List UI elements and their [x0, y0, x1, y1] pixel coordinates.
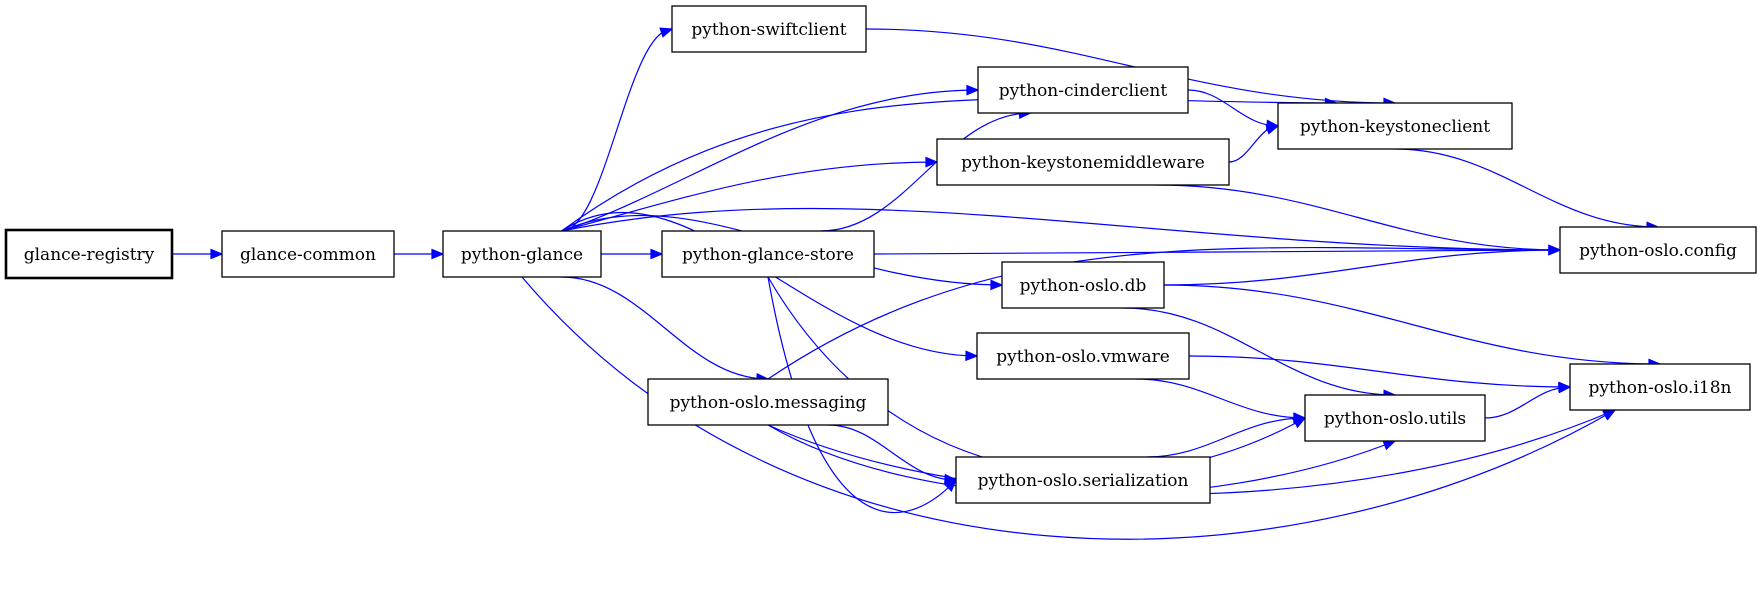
- node-label-python-oslo-vmware: python-oslo.vmware: [996, 347, 1170, 367]
- node-label-glance-common: glance-common: [240, 245, 376, 265]
- node-python-oslo-i18n: python-oslo.i18n: [1569, 363, 1751, 411]
- edge-python-glance-store-to-python-cinderclient: [820, 112, 1031, 232]
- node-glance-registry: glance-registry: [4, 228, 174, 280]
- node-box-python-cinderclient: [977, 66, 1189, 114]
- node-label-python-glance-store: python-glance-store: [682, 245, 854, 265]
- edge-python-glance-to-python-swiftclient: [561, 28, 673, 232]
- edge-python-oslo-messaging-to-python-oslo-config: [767, 246, 1561, 380]
- edge-python-glance-to-python-keystoneclient: [561, 97, 1337, 232]
- node-python-swiftclient: python-swiftclient: [671, 5, 867, 53]
- edge-python-oslo-db-to-python-oslo-i18n: [1163, 284, 1661, 365]
- node-box-glance-common: [221, 230, 395, 278]
- arrowhead-glance-common-to-python-glance: [431, 248, 445, 260]
- node-label-python-keystoneclient: python-keystoneclient: [1300, 117, 1490, 137]
- arrowhead-python-glance-to-python-oslo-db: [990, 279, 1004, 291]
- node-box-python-keystoneclient: [1277, 102, 1513, 150]
- node-python-oslo-serialization: python-oslo.serialization: [955, 456, 1211, 504]
- arrowhead-python-glance-to-python-swiftclient: [659, 27, 674, 38]
- edge-python-glance-store-to-python-oslo-serialization: [767, 276, 957, 514]
- node-python-oslo-db: python-oslo.db: [1001, 261, 1165, 309]
- arrowhead-python-oslo-serialization-to-python-oslo-utils: [1293, 412, 1307, 424]
- node-label-glance-registry: glance-registry: [24, 245, 155, 265]
- node-python-oslo-vmware: python-oslo.vmware: [976, 332, 1190, 380]
- edge-python-oslo-db-to-python-oslo-config: [1163, 249, 1561, 286]
- arrowhead-python-oslo-utils-to-python-oslo-i18n: [1557, 382, 1572, 394]
- edge-python-keystonemiddleware-to-python-oslo-config: [1155, 184, 1561, 251]
- edge-python-glance-to-python-oslo-messaging: [561, 276, 769, 380]
- arrowhead-python-oslo-db-to-python-oslo-config: [1548, 244, 1562, 256]
- node-label-python-oslo-db: python-oslo.db: [1020, 276, 1147, 296]
- arrowhead-python-glance-to-python-glance-store: [650, 248, 664, 260]
- node-box-python-glance-store: [661, 230, 875, 278]
- node-box-python-oslo-messaging: [647, 378, 889, 426]
- edge-python-keystoneclient-to-python-oslo-config: [1394, 148, 1659, 228]
- node-label-python-oslo-serialization: python-oslo.serialization: [978, 471, 1189, 491]
- edge-python-glance-to-python-cinderclient: [561, 89, 979, 232]
- node-box-python-swiftclient: [671, 5, 867, 53]
- node-label-python-swiftclient: python-swiftclient: [691, 20, 846, 40]
- arrowhead-python-glance-to-python-oslo-vmware: [965, 350, 979, 362]
- node-box-python-oslo-vmware: [976, 332, 1190, 380]
- edge-python-oslo-vmware-to-python-oslo-i18n: [1188, 355, 1571, 388]
- node-label-python-oslo-utils: python-oslo.utils: [1324, 409, 1466, 429]
- node-label-python-cinderclient: python-cinderclient: [999, 81, 1168, 101]
- arrowhead-python-keystonemiddleware-to-python-keystoneclient: [1265, 124, 1280, 135]
- node-python-keystoneclient: python-keystoneclient: [1277, 102, 1513, 150]
- node-python-keystonemiddleware: python-keystonemiddleware: [936, 138, 1230, 186]
- node-python-cinderclient: python-cinderclient: [977, 66, 1189, 114]
- node-python-glance-store: python-glance-store: [661, 230, 875, 278]
- node-label-python-keystonemiddleware: python-keystonemiddleware: [961, 153, 1205, 173]
- node-label-python-oslo-messaging: python-oslo.messaging: [670, 393, 867, 413]
- arrowhead-glance-registry-to-glance-common: [210, 248, 224, 260]
- node-box-python-oslo-db: [1001, 261, 1165, 309]
- node-glance-common: glance-common: [221, 230, 395, 278]
- node-label-python-glance: python-glance: [461, 245, 583, 265]
- edge-python-oslo-serialization-to-python-oslo-utils: [1146, 417, 1306, 458]
- node-box-python-oslo-i18n: [1569, 363, 1751, 411]
- node-python-oslo-config: python-oslo.config: [1559, 226, 1757, 274]
- node-label-python-oslo-i18n: python-oslo.i18n: [1589, 378, 1732, 398]
- node-python-oslo-messaging: python-oslo.messaging: [647, 378, 889, 426]
- node-box-python-oslo-utils: [1304, 394, 1486, 442]
- node-box-glance-registry: [4, 228, 174, 280]
- node-box-python-oslo-serialization: [955, 456, 1211, 504]
- node-box-python-glance: [442, 230, 602, 278]
- node-box-python-keystonemiddleware: [936, 138, 1230, 186]
- edge-python-oslo-messaging-to-python-oslo-serialization: [827, 424, 957, 481]
- edge-python-glance-store-to-python-oslo-config: [873, 249, 1561, 255]
- edge-python-oslo-vmware-to-python-oslo-utils: [1135, 378, 1306, 419]
- node-python-glance: python-glance: [442, 230, 602, 278]
- edge-python-glance-to-python-oslo-config: [561, 207, 1561, 251]
- node-label-python-oslo-config: python-oslo.config: [1579, 241, 1737, 261]
- edge-python-oslo-db-to-python-oslo-utils: [1123, 307, 1396, 396]
- nodes-layer: glance-registry glance-common python-glanc…: [4, 5, 1757, 504]
- arrowhead-python-glance-to-python-cinderclient: [966, 84, 980, 96]
- node-box-python-oslo-config: [1559, 226, 1757, 274]
- node-python-oslo-utils: python-oslo.utils: [1304, 394, 1486, 442]
- edge-python-swiftclient-to-python-keystoneclient: [865, 28, 1396, 104]
- arrowhead-python-glance-to-python-keystonemiddleware: [925, 156, 939, 168]
